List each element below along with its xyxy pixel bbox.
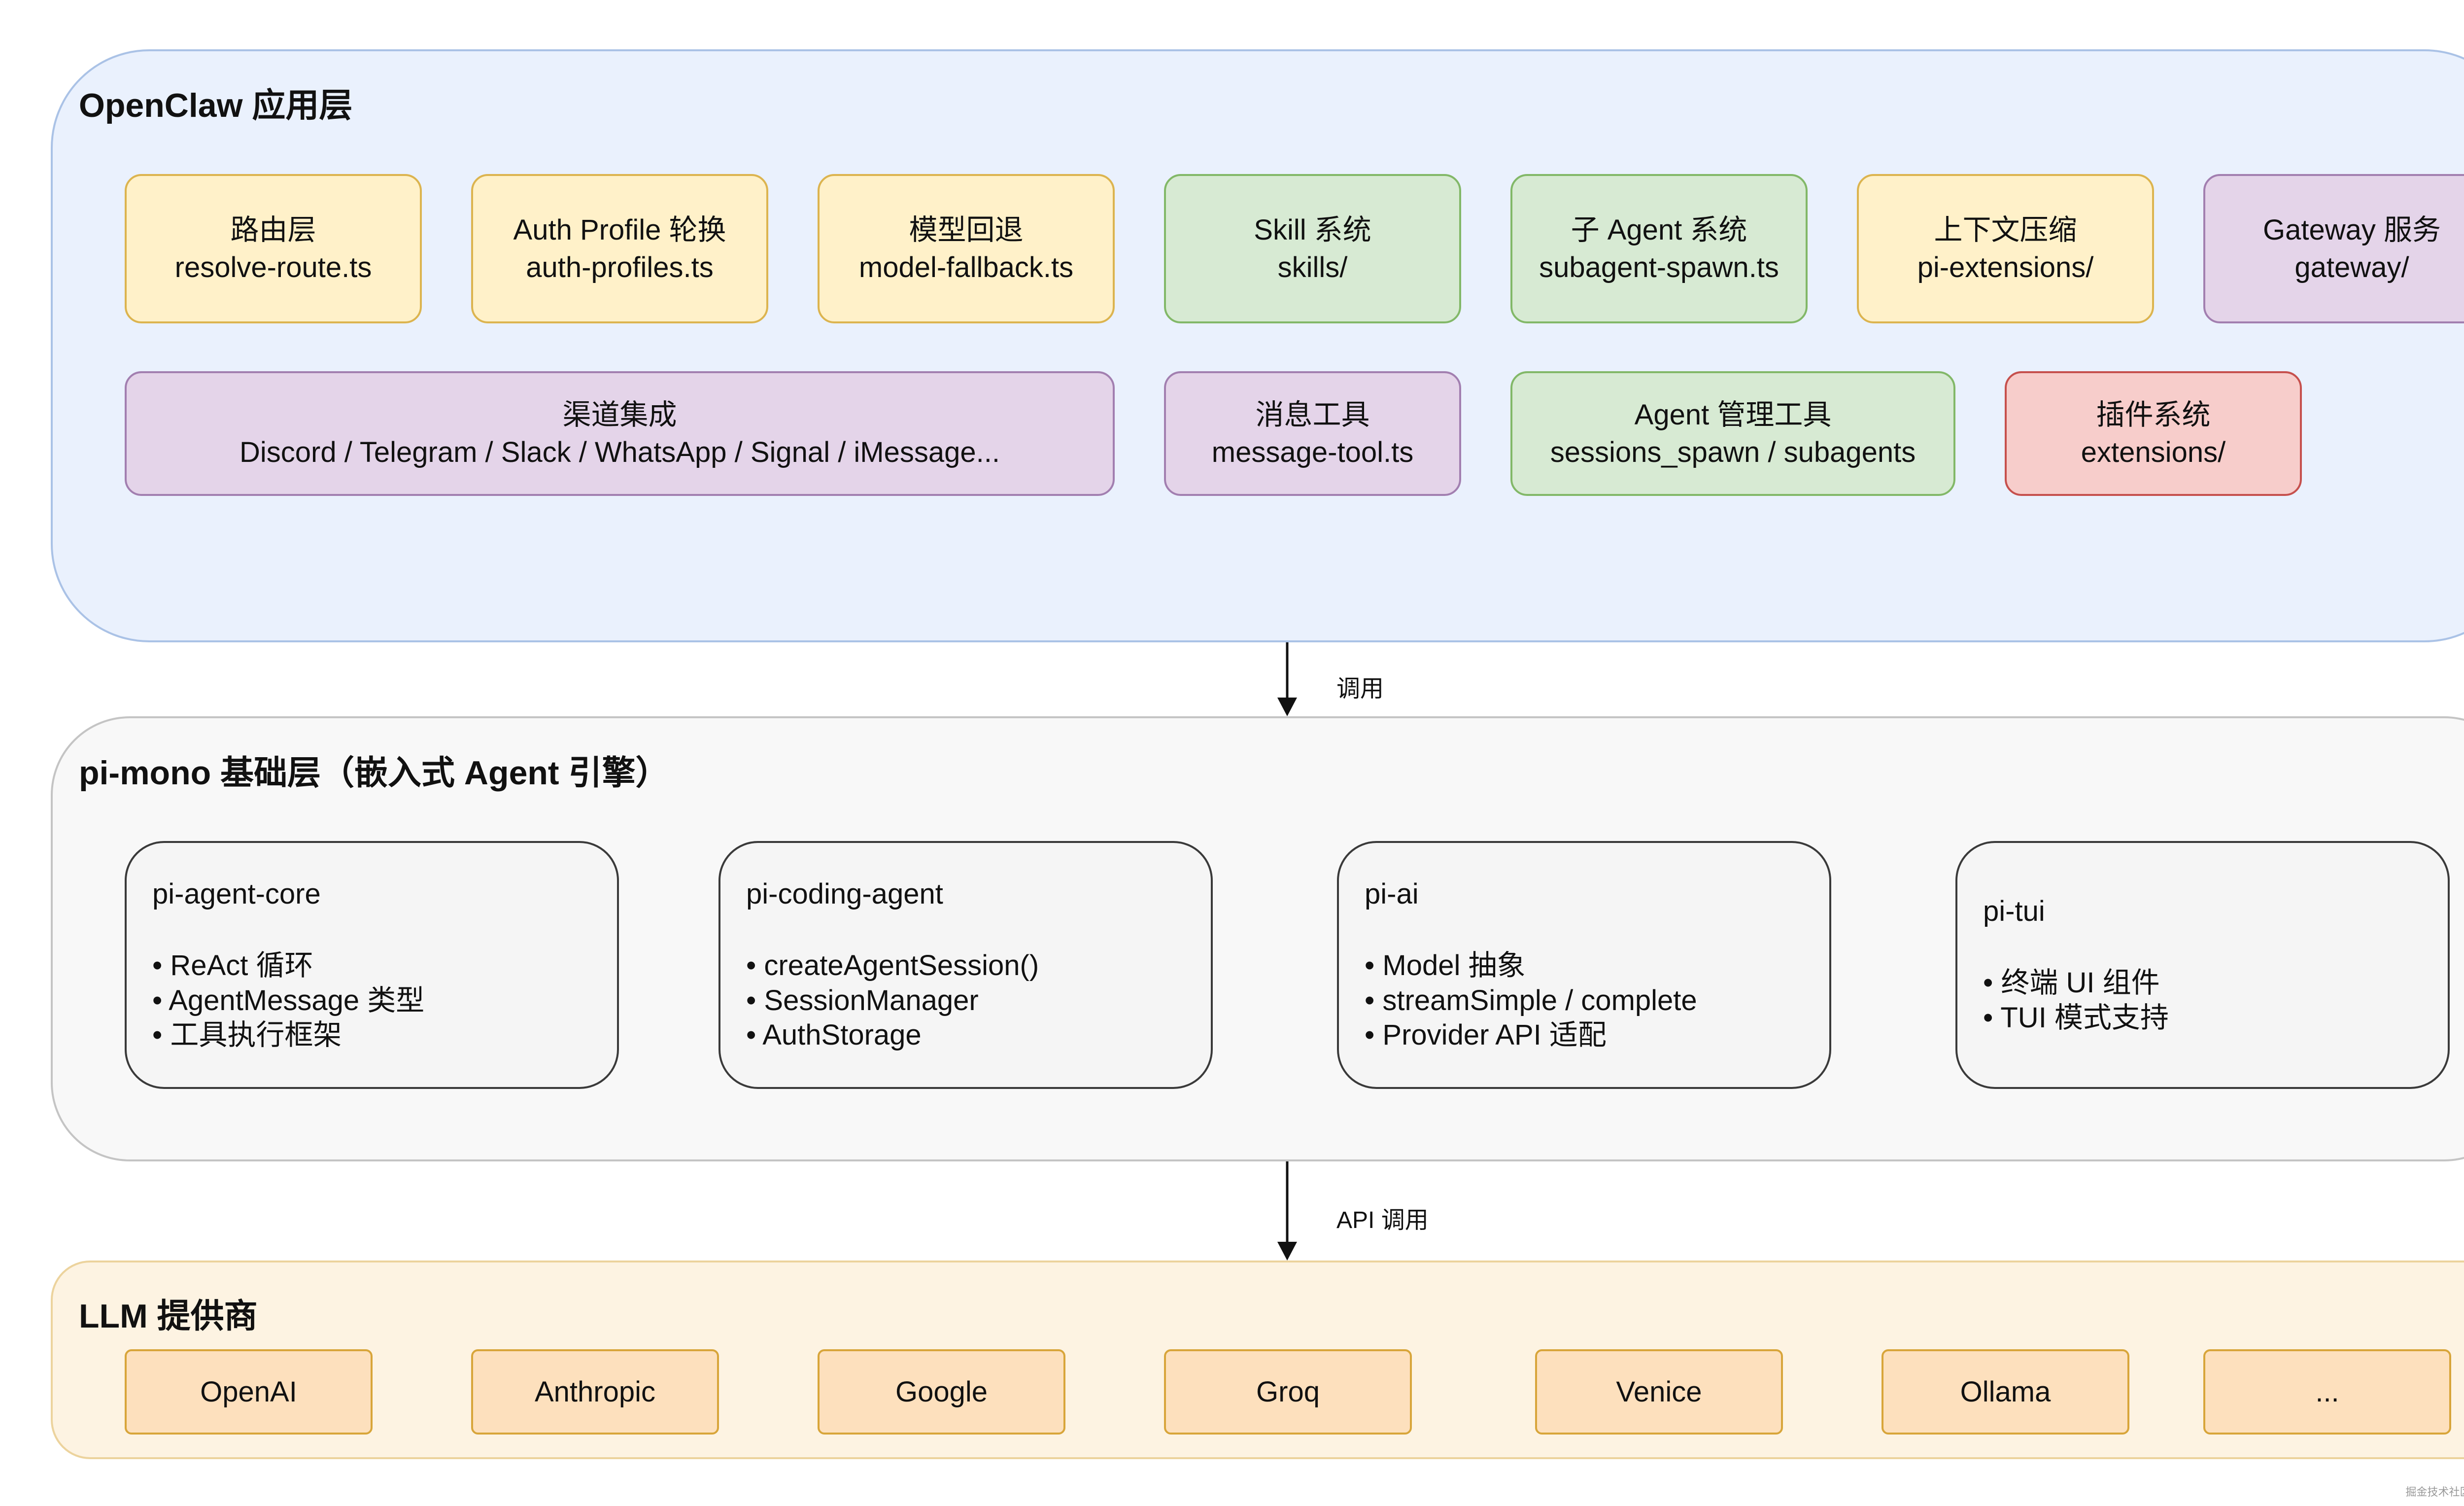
provider-ollama: Ollama bbox=[1882, 1349, 2129, 1435]
skill-system-box: Skill 系统 skills/ bbox=[1164, 174, 1461, 323]
pi-coding-agent-title: pi-coding-agent bbox=[746, 878, 943, 910]
mono-to-llm-arrowhead bbox=[1277, 1242, 1297, 1261]
pi-agent-core-title: pi-agent-core bbox=[152, 878, 321, 910]
pi-agent-core-item: ReAct 循环 bbox=[152, 948, 591, 983]
agent-management-tool-name: Agent 管理工具 bbox=[1634, 399, 1832, 431]
plugin-system-file: extensions/ bbox=[2081, 436, 2226, 468]
provider-more: ... bbox=[2203, 1349, 2451, 1435]
mono-layer-title: pi-mono 基础层（嵌入式 Agent 引擎） bbox=[79, 754, 669, 792]
pi-ai-title: pi-ai bbox=[1365, 878, 1419, 910]
gateway-service-file: gateway/ bbox=[2294, 251, 2409, 283]
agent-management-tool-box: Agent 管理工具 sessions_spawn / subagents bbox=[1510, 371, 1955, 496]
routing-layer-file: resolve-route.ts bbox=[174, 251, 372, 283]
pi-tui-item: 终端 UI 组件 bbox=[1983, 966, 2422, 1001]
context-compression-name: 上下文压缩 bbox=[1934, 214, 2077, 246]
subagent-system-box: 子 Agent 系统 subagent-spawn.ts bbox=[1510, 174, 1808, 323]
provider-anthropic: Anthropic bbox=[471, 1349, 719, 1435]
arrow-label-invoke: 调用 bbox=[1336, 676, 1384, 702]
skill-system-file: skills/ bbox=[1277, 251, 1348, 283]
provider-google: Google bbox=[818, 1349, 1065, 1435]
subagent-system-name: 子 Agent 系统 bbox=[1571, 214, 1747, 246]
plugin-system-name: 插件系统 bbox=[2096, 399, 2211, 431]
pi-coding-agent-item: createAgentSession() bbox=[746, 948, 1185, 983]
auth-profile-box: Auth Profile 轮换 auth-profiles.ts bbox=[471, 174, 768, 323]
auth-profile-file: auth-profiles.ts bbox=[526, 251, 714, 283]
plugin-system-box: 插件系统 extensions/ bbox=[2005, 371, 2302, 496]
arrow-label-api-invoke: API 调用 bbox=[1336, 1207, 1429, 1233]
gateway-service-box: Gateway 服务 gateway/ bbox=[2203, 174, 2464, 323]
pi-coding-agent-item: AuthStorage bbox=[746, 1018, 1185, 1053]
model-fallback-box: 模型回退 model-fallback.ts bbox=[818, 174, 1115, 323]
app-layer-title: OpenClaw 应用层 bbox=[79, 87, 353, 124]
watermark: 掘金技术社区 @ 京东云开发者 bbox=[2405, 1486, 2464, 1498]
model-fallback-file: model-fallback.ts bbox=[858, 251, 1074, 283]
pi-tui-card: pi-tui 终端 UI 组件 TUI 模式支持 bbox=[1955, 841, 2450, 1089]
pi-tui-item: TUI 模式支持 bbox=[1983, 1001, 2422, 1036]
app-to-mono-arrowhead bbox=[1277, 698, 1297, 716]
context-compression-box: 上下文压缩 pi-extensions/ bbox=[1857, 174, 2154, 323]
provider-venice: Venice bbox=[1535, 1349, 1783, 1435]
pi-ai-item: Model 抽象 bbox=[1365, 948, 1804, 983]
openclaw-app-layer bbox=[51, 49, 2464, 642]
gateway-service-name: Gateway 服务 bbox=[2263, 214, 2441, 246]
pi-tui-title: pi-tui bbox=[1983, 895, 2045, 928]
message-tool-box: 消息工具 message-tool.ts bbox=[1164, 371, 1461, 496]
pi-coding-agent-item: SessionManager bbox=[746, 983, 1185, 1018]
provider-openai: OpenAI bbox=[125, 1349, 373, 1435]
pi-coding-agent-card: pi-coding-agent createAgentSession() Ses… bbox=[719, 841, 1213, 1089]
agent-management-tool-file: sessions_spawn / subagents bbox=[1550, 436, 1916, 468]
pi-ai-item: streamSimple / complete bbox=[1365, 983, 1804, 1018]
model-fallback-name: 模型回退 bbox=[909, 214, 1024, 246]
channel-integration-list: Discord / Telegram / Slack / WhatsApp / … bbox=[239, 436, 1000, 468]
routing-layer-name: 路由层 bbox=[230, 214, 316, 246]
channel-integration-box: 渠道集成 Discord / Telegram / Slack / WhatsA… bbox=[125, 371, 1115, 496]
pi-ai-item: Provider API 适配 bbox=[1365, 1018, 1804, 1053]
provider-groq: Groq bbox=[1164, 1349, 1412, 1435]
pi-agent-core-item: 工具执行框架 bbox=[152, 1018, 591, 1053]
subagent-system-file: subagent-spawn.ts bbox=[1539, 251, 1779, 283]
message-tool-file: message-tool.ts bbox=[1211, 436, 1414, 468]
auth-profile-name: Auth Profile 轮换 bbox=[513, 214, 726, 246]
message-tool-name: 消息工具 bbox=[1255, 399, 1370, 431]
routing-layer-box: 路由层 resolve-route.ts bbox=[125, 174, 422, 323]
context-compression-file: pi-extensions/ bbox=[1917, 251, 2094, 283]
skill-system-name: Skill 系统 bbox=[1254, 214, 1371, 246]
llm-layer-title: LLM 提供商 bbox=[79, 1297, 258, 1335]
channel-integration-name: 渠道集成 bbox=[562, 399, 677, 431]
pi-agent-core-card: pi-agent-core ReAct 循环 AgentMessage 类型 工… bbox=[125, 841, 619, 1089]
pi-agent-core-item: AgentMessage 类型 bbox=[152, 983, 591, 1018]
pi-ai-card: pi-ai Model 抽象 streamSimple / complete P… bbox=[1337, 841, 1831, 1089]
